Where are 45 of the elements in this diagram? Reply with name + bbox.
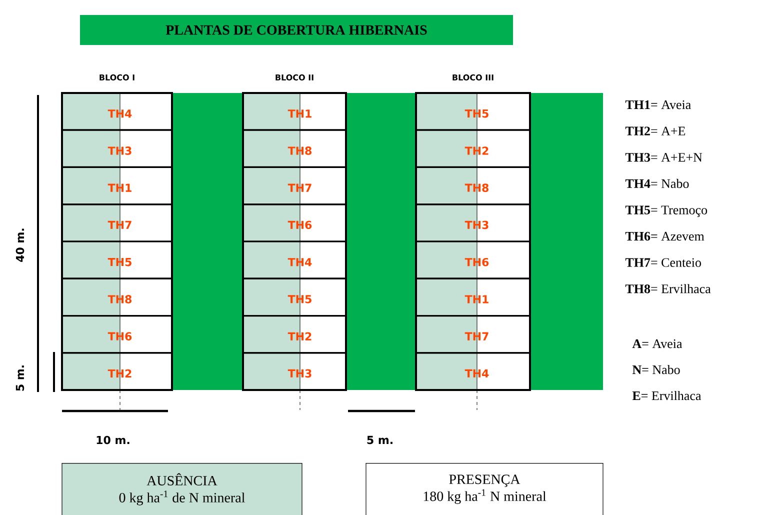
plot-cell: TH5 [61,240,173,280]
treatment-box: PRESENÇA 180 kg ha$^{-1}$ N mineral [366,463,604,515]
plot-cell: TH3 [61,129,173,168]
plot-cell: TH6 [242,204,347,242]
plot-cell: TH7 [242,166,347,206]
node-label: BLOCO I [100,74,134,80]
plot-cell: TH5 [242,278,347,317]
plot-cell: TH7 [61,204,173,242]
title-banner: PLANTAS DE COBERTURA HIBERNAIS [80,15,513,45]
plot-cell: TH2 [415,129,531,168]
node-label: BLOCO II [276,74,314,80]
plot-cell: TH4 [61,92,173,131]
plot-cell: TH6 [415,240,531,280]
key-text: A= Aveia [632,339,682,348]
dimension-label: 10 m. [96,436,130,444]
plot-cell: TH8 [242,129,347,168]
plot-cell: TH1 [415,278,531,317]
plot-cell: TH6 [61,315,173,354]
key-text: TH4= Nabo [625,178,689,188]
key-text: TH2= A+E [625,126,686,136]
key-text: TH1= Aveia [625,100,691,110]
dimension-label: 40 m. [16,228,24,262]
dimension-label: 5 m. [367,436,392,444]
dimension-label: 5 m. [16,366,24,391]
plot-cell: TH8 [61,278,173,317]
plot-cell: TH4 [415,352,531,391]
plot-cell: TH8 [415,166,531,206]
key-text: E= Ervilhaca [632,391,702,400]
treatment-box: AUSÊNCIA 0 kg ha$^{-1}$ de N mineral [62,463,302,515]
key-text: TH6= Azevem [625,232,704,241]
key-text: TH3= A+E+N [625,153,702,162]
plot-cell: TH3 [242,352,347,391]
key-text: TH8= Ervilhaca [625,284,711,294]
plot-cell: TH1 [61,166,173,206]
plot-cell: TH1 [242,92,347,131]
plot-cell: TH7 [415,315,531,354]
node-label: BLOCO III [452,74,494,80]
plot-cell: TH3 [415,204,531,242]
plot-cell: TH4 [242,240,347,280]
plot-cell: TH2 [61,352,173,391]
key-text: TH7= Centeio [625,258,702,267]
key-text: TH5= Tremoço [625,206,708,217]
plot-cell: TH5 [415,92,531,131]
plot-cell: TH2 [242,315,347,354]
key-text: N= Nabo [632,365,680,374]
